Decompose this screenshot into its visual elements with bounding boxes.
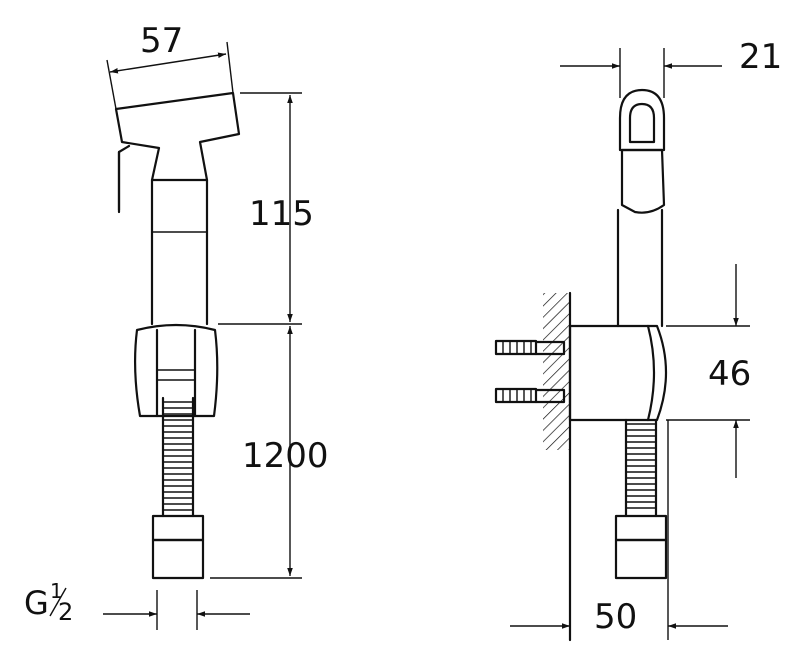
handle (150, 178, 209, 326)
hose-nut-side (614, 514, 668, 580)
dim-57-label: 57 (140, 21, 183, 61)
wall-bracket-side (568, 324, 668, 422)
dim-50-label: 50 (594, 597, 637, 637)
thread-denominator: 2 (58, 598, 73, 626)
dim-21-label: 21 (739, 37, 782, 77)
spray-head (114, 91, 241, 182)
dim-46-label: 46 (708, 354, 751, 394)
thread-label: G (24, 584, 49, 622)
trigger-lever (117, 144, 131, 214)
dimension-21: 21 (560, 37, 782, 98)
dimension-115: 115 (218, 92, 314, 325)
dimension-thread: G 1 2 (24, 579, 250, 630)
dimension-50: 50 (510, 420, 728, 640)
dimension-1200: 1200 (210, 326, 329, 579)
side-view: 21 46 50 (494, 37, 782, 642)
dimension-57: 57 (106, 21, 234, 110)
wall-screws (494, 339, 566, 404)
dimension-46: 46 (666, 264, 751, 478)
thread-numerator: 1 (50, 579, 63, 603)
hose-side (624, 418, 658, 518)
spray-head-side (616, 88, 666, 328)
hose-nut-front (151, 514, 205, 580)
dim-1200-label: 1200 (242, 436, 329, 476)
front-view: 57 115 1200 G 1 2 (24, 21, 329, 630)
dim-115-label: 115 (249, 194, 314, 234)
hose-front (161, 396, 195, 518)
wall-section (543, 291, 572, 642)
wall-holder-front (133, 323, 219, 418)
